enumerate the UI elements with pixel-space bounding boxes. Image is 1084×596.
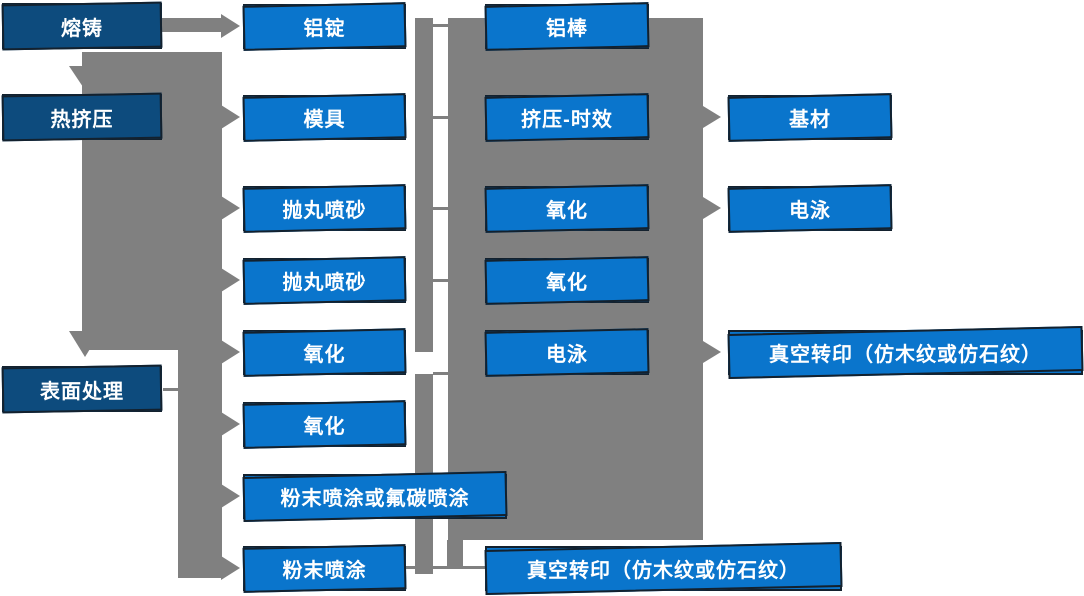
connector-tap-row4 (433, 279, 448, 282)
arrow-to-substrate-icon (703, 106, 721, 128)
node-shot-blasting-1: 抛丸喷砂 (243, 186, 406, 231)
arrow-to-oxidation-2-icon (221, 412, 240, 436)
connector-tap-row5 (433, 372, 448, 375)
arrow-to-mold-icon (221, 105, 240, 129)
arrow-to-powder-coating-icon (221, 556, 240, 580)
arrow-to-oxidation-1-icon (221, 340, 240, 364)
node-aluminum-ingot: 铝锭 (243, 4, 406, 49)
node-aluminum-rod: 铝棒 (485, 4, 649, 49)
connector-block-drop (447, 540, 463, 569)
connector-tap-row1 (433, 24, 448, 27)
arrow-to-shot-blasting-1-icon (221, 196, 240, 220)
node-oxidation-2: 氧化 (243, 402, 406, 447)
connector-tap-row2 (433, 116, 448, 119)
connector-mid-bus-upper (415, 18, 433, 352)
node-shot-blasting-2: 抛丸喷砂 (243, 258, 406, 303)
node-vacuum-transfer-print-right: 真空转印（仿木纹或仿石纹） (728, 330, 1083, 375)
node-oxidation-3: 氧化 (485, 186, 649, 231)
node-electrophoresis-2: 电泳 (728, 186, 892, 231)
node-oxidation-4: 氧化 (485, 258, 649, 303)
node-oxidation-1: 氧化 (243, 330, 406, 375)
node-substrate: 基材 (728, 95, 892, 140)
arrow-to-powder-fluorocarbon-icon (221, 484, 240, 508)
node-surface-treatment: 表面处理 (2, 366, 162, 412)
connector-tap-row3 (433, 207, 448, 210)
arrow-down-to-hot-extrusion-icon (69, 66, 101, 90)
node-electrophoresis-1: 电泳 (485, 330, 649, 375)
arrow-to-shot-blasting-2-icon (221, 268, 240, 292)
node-mold: 模具 (243, 95, 406, 140)
node-powder-or-fluorocarbon-coating: 粉末喷涂或氟碳喷涂 (243, 474, 507, 519)
connector-surface-treatment-link (163, 388, 179, 391)
arrow-to-electrophoresis-icon (703, 197, 721, 219)
connector-stage-bus-lower (178, 350, 222, 578)
arrow-to-aluminum-ingot-icon (221, 14, 240, 38)
node-vacuum-transfer-print-bottom: 真空转印（仿木纹或仿石纹） (485, 546, 842, 591)
node-powder-coating: 粉末喷涂 (243, 546, 406, 591)
node-melting-casting: 熔铸 (2, 3, 162, 49)
node-extrusion-aging: 挤压-时效 (485, 95, 649, 140)
connector-powder-to-vacuum-transfer (406, 566, 486, 569)
node-hot-extrusion: 热挤压 (2, 94, 162, 140)
arrow-to-vacuum-transfer-icon (703, 341, 721, 363)
arrow-down-to-surface-treatment-icon (69, 331, 101, 357)
